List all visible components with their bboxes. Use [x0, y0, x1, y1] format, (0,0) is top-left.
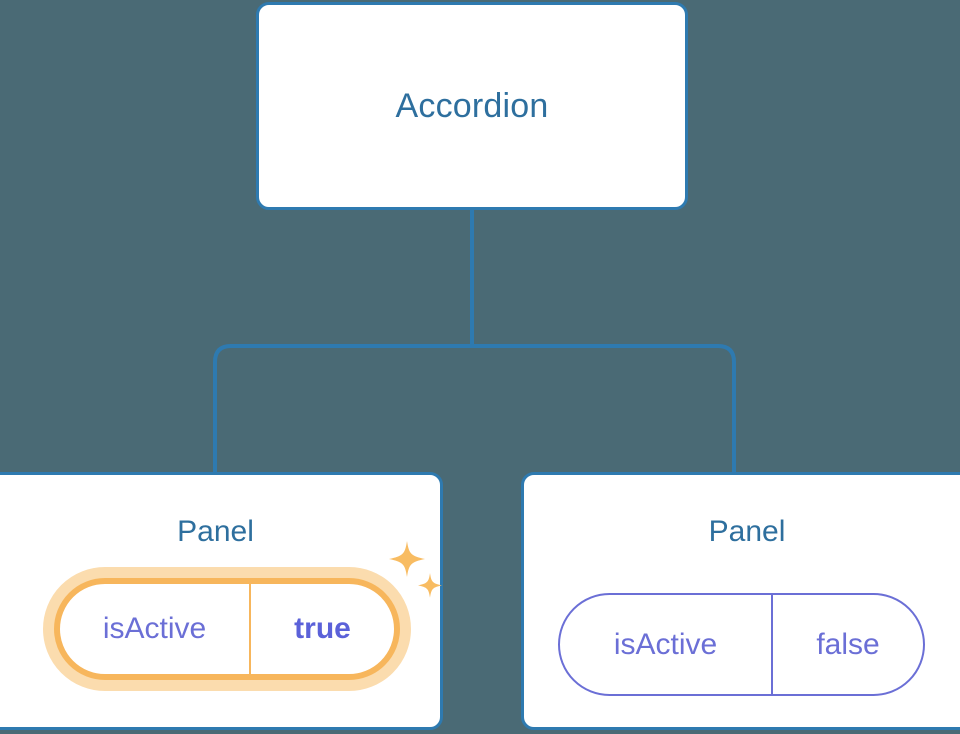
- node-panel-inactive-body: Panel isActive false: [524, 475, 960, 727]
- node-panel-inactive-label: Panel: [708, 515, 786, 548]
- node-panel-active-label: Panel: [177, 515, 254, 548]
- prop-pill-inactive[interactable]: isActive false: [558, 593, 925, 696]
- node-panel-active[interactable]: Panel isActive true: [0, 472, 443, 730]
- prop-pill-active-value: true: [294, 612, 351, 645]
- node-accordion[interactable]: Accordion: [256, 2, 688, 210]
- prop-pill-active[interactable]: isActive true: [54, 578, 400, 680]
- prop-pill-inactive-value: false: [816, 627, 880, 661]
- prop-pill-inactive-key: isActive: [560, 595, 773, 694]
- connector-branch-bus: [213, 344, 736, 472]
- prop-pill-active-wrapper: isActive true: [43, 567, 411, 691]
- node-panel-active-body: Panel isActive true: [0, 475, 440, 727]
- prop-pill-active-key: isActive: [60, 584, 251, 674]
- node-accordion-label: Accordion: [395, 87, 549, 125]
- node-panel-inactive[interactable]: Panel isActive false: [521, 472, 960, 730]
